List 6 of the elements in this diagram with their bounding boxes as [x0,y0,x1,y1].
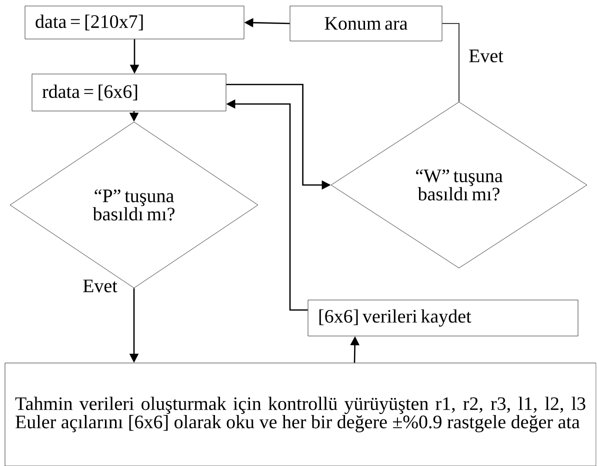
process-box: Tahmin verileri oluşturmak için kontrollü yürüyüşten r1, r2, r3, l1, l2, l3 Euler açılarını [6x6] olarak oku ve her bir değere ±%0.9 rastgele değer ata [4,362,596,466]
edge-label: Evet [469,50,504,62]
process-box: [6x6] verileri kaydet [308,300,578,336]
process-box: Konum ara [290,6,442,42]
process-box: data = [210x7] [24,6,244,40]
process-box: rdata = [6x6] [32,74,226,112]
